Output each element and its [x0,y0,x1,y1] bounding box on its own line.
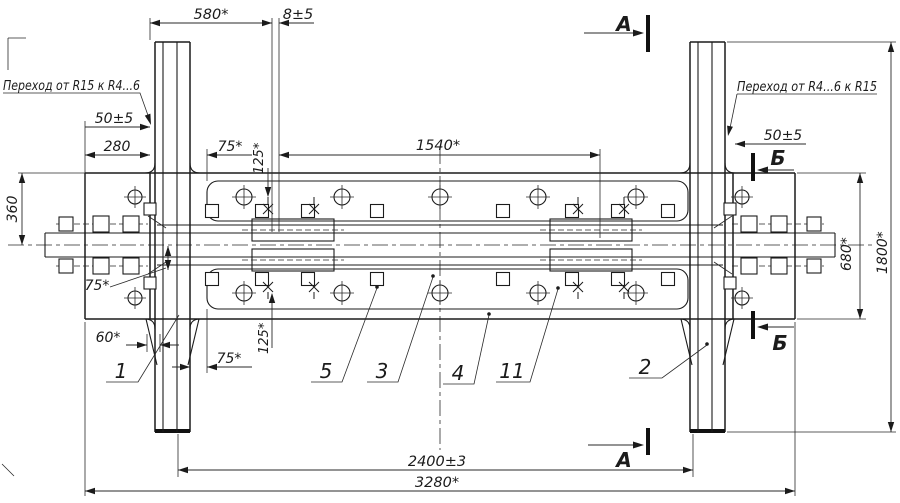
dim-580: 580* [194,7,229,23]
left-column [144,41,201,433]
dim-360: 360 [5,196,21,223]
note-texts: Переход от R15 к R4...6 Переход от R4...… [3,79,877,95]
dim-680: 680* [839,237,855,271]
section-a-bottom-label: А [614,448,631,472]
frame-marks [1,37,26,477]
right-end-block [731,173,796,319]
part-label-5: 5 [320,359,333,383]
end-bolts-right [723,202,822,290]
flange-holes [232,185,648,305]
weld-marks [262,197,630,299]
main-beam [85,172,795,320]
left-end-block [84,173,151,319]
section-a-top-marker [584,15,650,52]
leader-notes [3,92,877,136]
dim-3280: 3280* [415,475,459,491]
part-label-1: 1 [115,359,128,383]
dim-280: 280 [104,139,131,155]
dim-1800: 1800* [875,231,891,274]
dimension-texts: 580* 8±5 50±5 280 75* 125* 1540* 360 75*… [5,7,891,491]
section-markers [584,15,794,455]
dim-60: 60* [96,330,121,346]
right-column [679,41,736,433]
note-transition-left: Переход от R15 к R4...6 [3,79,140,94]
clamp-right [540,218,642,272]
dimension-lines [18,19,895,495]
section-b-top-marker [751,153,794,181]
bolt-row-top [204,203,676,219]
part-label-3: 3 [376,359,389,383]
part-label-2: 2 [639,355,652,379]
dim-1540: 1540* [416,138,460,154]
dim-50-5-right: 50±5 [764,128,803,144]
end-bolts-left [58,202,157,290]
section-a-bottom-marker [588,428,650,455]
dim-75-shaft: 75* [85,278,110,294]
dim-75-bottom: 75* [217,351,242,367]
section-letters: А А Б Б [614,12,787,472]
dim-125-bottom: 125* [257,322,272,354]
hole-row-top [232,185,648,209]
section-b-bottom-label: Б [772,331,787,355]
top-flange-plate [206,180,689,222]
note-transition-right: Переход от R4...6 к R15 [737,80,877,95]
bolts [58,202,822,290]
dim-8-5: 8±5 [283,7,314,23]
section-b-top-label: Б [770,146,785,170]
hole-row-bottom [232,281,648,305]
dim-50-5-left: 50±5 [95,111,134,127]
part-label-4: 4 [452,361,465,385]
section-b-bottom-marker [751,311,794,339]
dim-75-top: 75* [218,139,243,155]
section-a-top-label: А [614,12,631,36]
dim-125-top: 125* [252,142,267,174]
dim-2400: 2400±3 [408,454,466,470]
part-label-11: 11 [499,359,524,383]
part-leaders [106,274,709,385]
part-labels: 1 5 3 4 11 2 [115,355,652,385]
bottom-flange-plate [206,268,689,310]
clamp-left [242,218,344,272]
